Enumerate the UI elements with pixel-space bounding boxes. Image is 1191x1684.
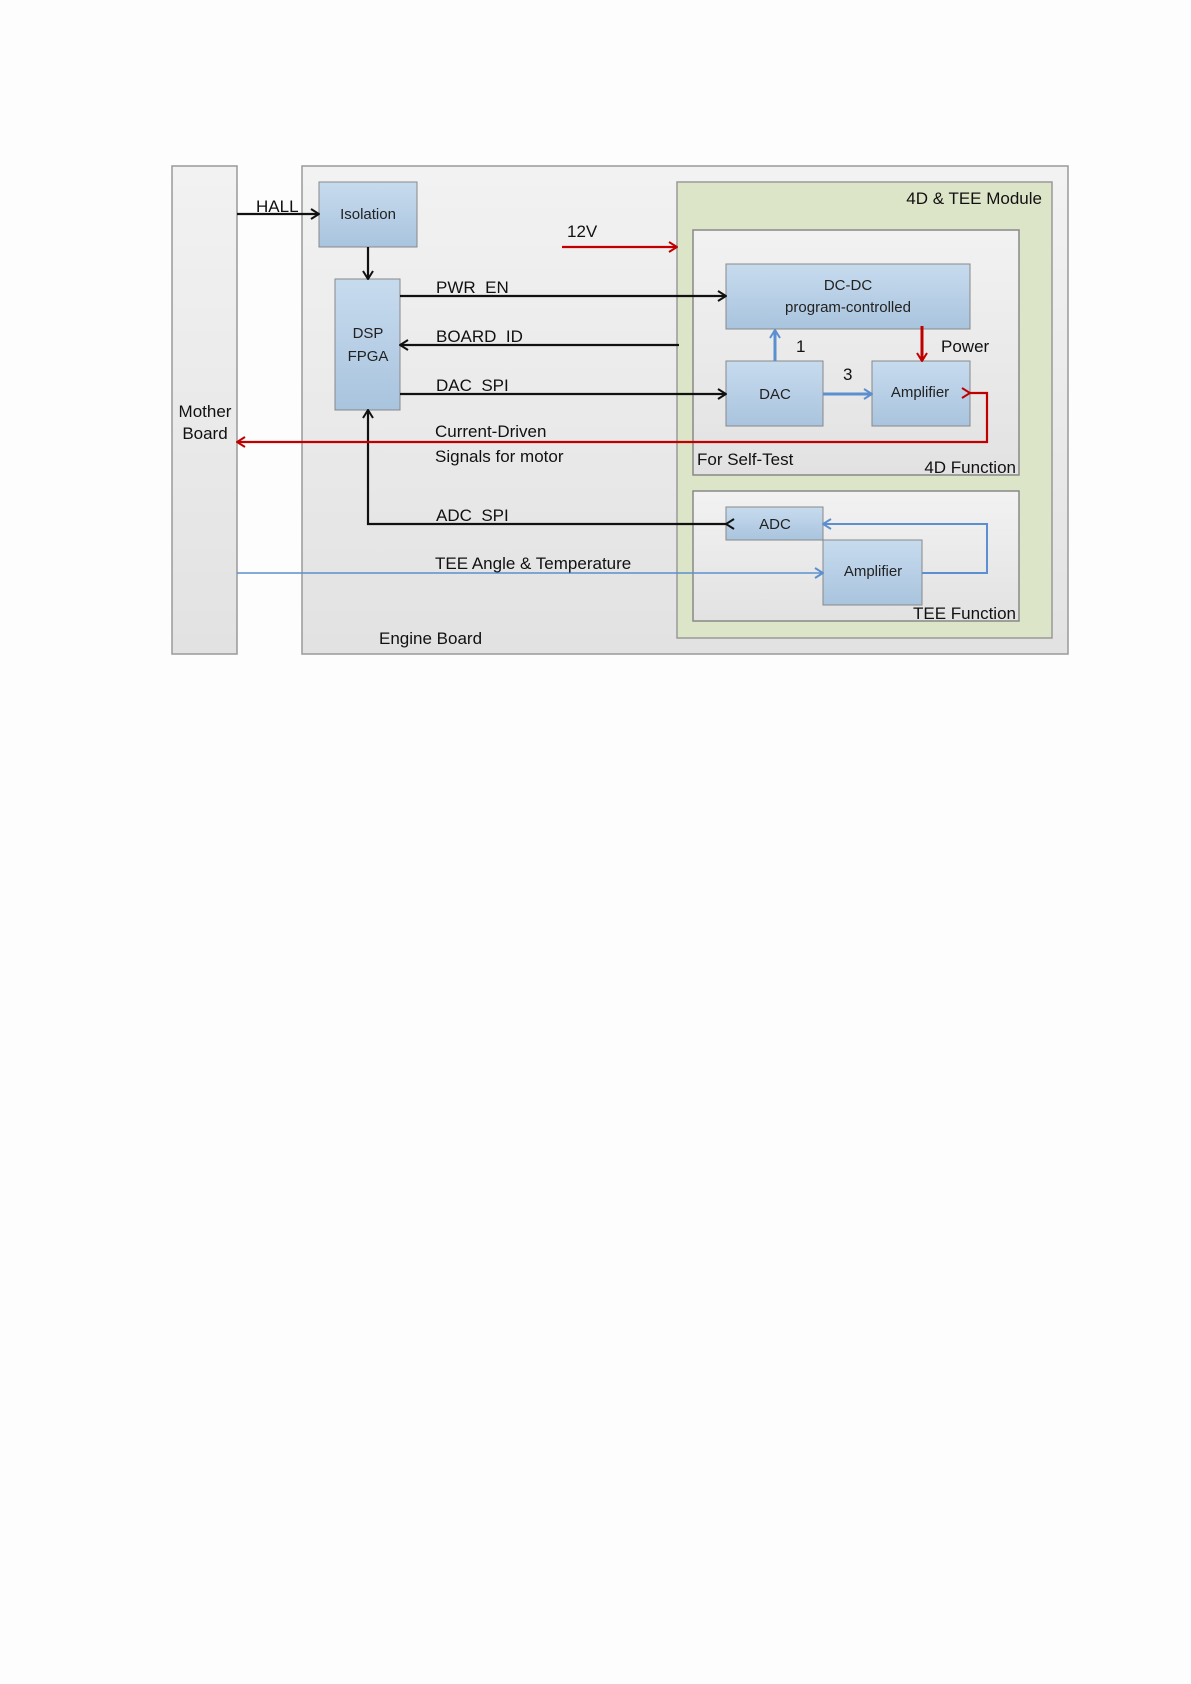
dcdc-block (725, 263, 971, 330)
self-test-label: For Self-Test (697, 450, 794, 469)
isolation-block (318, 181, 418, 248)
amplifier-tee-block (822, 539, 923, 606)
board-id-label: BOARD_ID (436, 327, 523, 346)
mother-board-label: Mother (179, 402, 232, 421)
engine-board-label: Engine Board (379, 629, 482, 648)
amplifier-to-adc-arrow (823, 524, 988, 574)
dcdc-label: DC-DC (824, 277, 872, 294)
function-4d-label: 4D Function (924, 458, 1016, 477)
power-label: Power (941, 337, 990, 356)
module-label: 4D & TEE Module (906, 189, 1042, 208)
dac-spi-label: DAC_SPI (436, 376, 509, 395)
amplifier-tee-label: Amplifier (844, 563, 902, 580)
dcdc-label-2: program-controlled (785, 299, 911, 316)
dsp-label: DSP (353, 325, 384, 342)
label-1: 1 (796, 337, 805, 356)
amplifier-4d-label: Amplifier (891, 384, 949, 401)
mother-board (171, 165, 238, 655)
current-driven-label-2: Signals for motor (435, 447, 564, 466)
dac-label: DAC (759, 386, 791, 403)
tee-signal-label: TEE Angle & Temperature (435, 554, 631, 573)
hall-label: HALL (256, 197, 299, 216)
current-driven-label: Current-Driven (435, 422, 546, 441)
mother-board-label-2: Board (182, 424, 227, 443)
isolation-label: Isolation (340, 206, 396, 223)
adc-label: ADC (759, 516, 791, 533)
adc-spi-label: ADC_SPI (436, 506, 509, 525)
current-driven-arrow (237, 393, 989, 442)
label-3: 3 (843, 365, 852, 384)
dsp-fpga-block (334, 278, 401, 411)
function-tee-label: TEE Function (913, 604, 1016, 623)
12v-label: 12V (567, 222, 598, 241)
fpga-label: FPGA (348, 348, 389, 365)
adc-spi-arrow (368, 410, 726, 524)
pwr-en-label: PWR_EN (436, 278, 509, 297)
